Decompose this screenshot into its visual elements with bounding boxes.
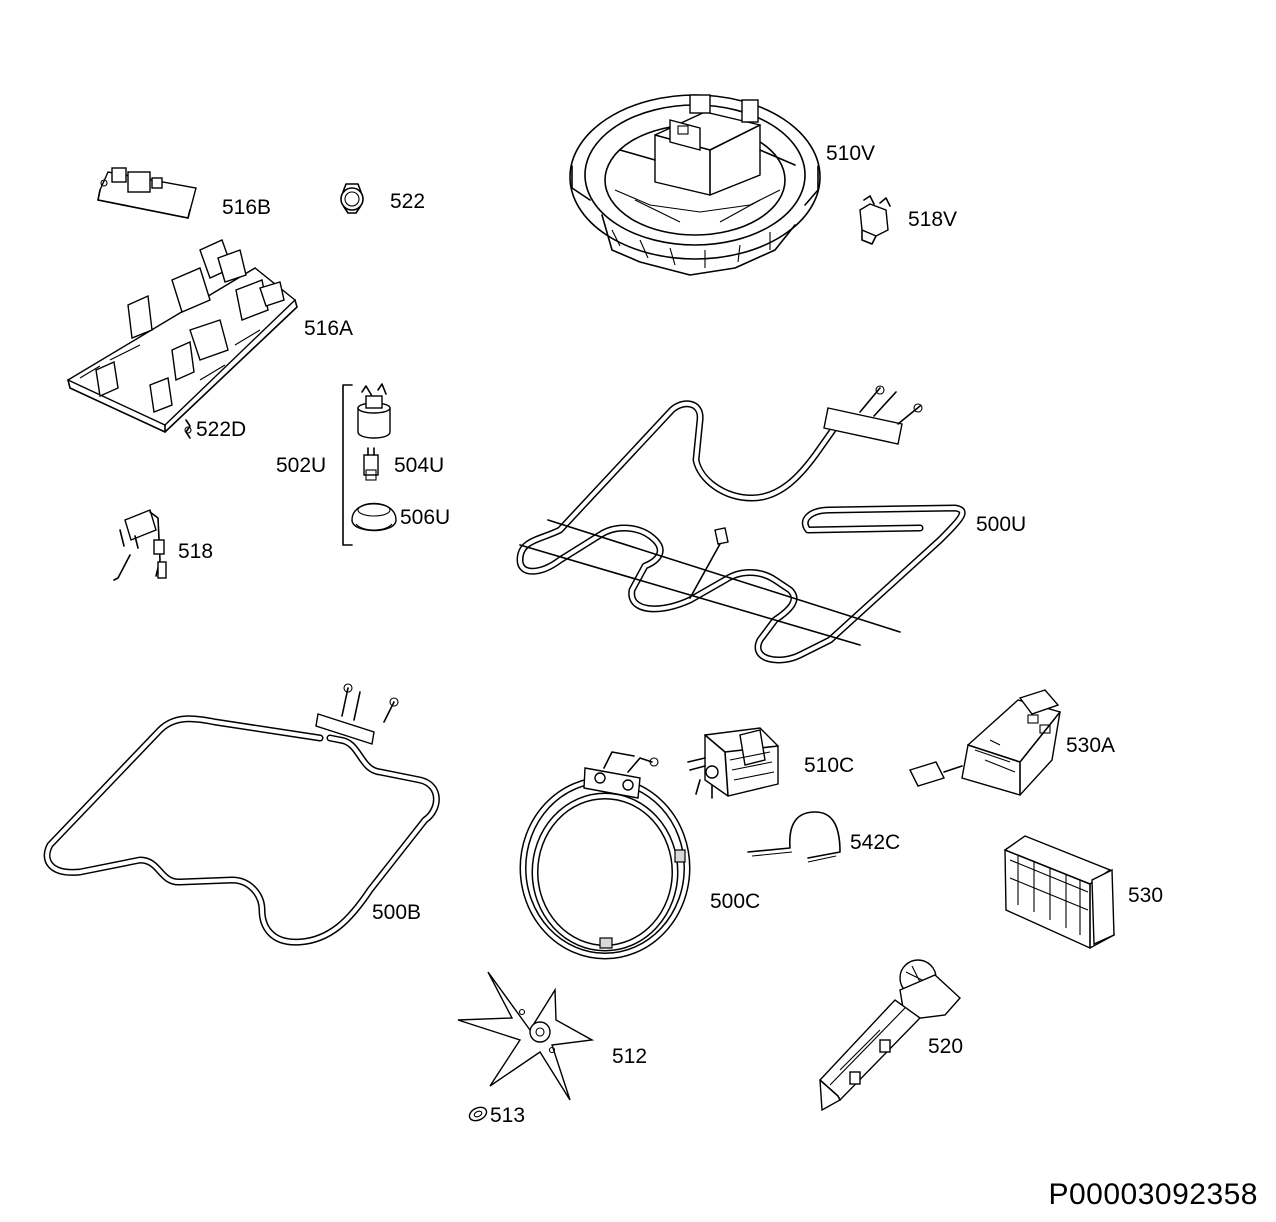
part-518-bracket [113,509,167,581]
label-518: 518 [178,540,213,563]
label-516B: 516B [222,196,271,219]
part-504U-clip [363,447,379,481]
label-516A: 516A [304,317,353,340]
part-516A-power-board [66,239,298,433]
part-522-clip [340,183,364,214]
label-530: 530 [1128,884,1163,907]
part-510V-fan-assembly [569,94,821,276]
part-510C-motor [687,727,779,799]
label-512: 512 [612,1045,647,1068]
label-520: 520 [928,1035,963,1058]
part-502U-lamp-holder [357,383,391,439]
label-522D: 522D [196,418,246,441]
label-502U: 502U [276,454,326,477]
document-id: P00003092358 [1048,1178,1258,1211]
part-512-fan-blade [457,971,595,1101]
part-516B-board [97,167,197,219]
label-530A: 530A [1066,734,1115,757]
label-522: 522 [390,190,425,213]
part-530-switch-block [1004,835,1115,949]
part-542C-wire-clip [747,811,841,863]
label-513: 513 [490,1104,525,1127]
label-504U: 504U [394,454,444,477]
part-530A-terminal-block [909,689,1061,796]
part-500B-bottom-element [43,683,440,946]
label-506U: 506U [400,506,450,529]
part-506U-lamp-cover [351,502,397,532]
label-500B: 500B [372,901,421,924]
part-500C-ring-element [519,751,691,960]
label-518V: 518V [908,208,957,231]
part-518V-bracket [859,195,891,245]
label-500C: 500C [710,890,760,913]
part-502U-group-bracket [342,384,353,546]
part-522D-clip [184,419,192,439]
part-520-timer-switch [819,959,961,1112]
part-500U-grill-element [516,385,966,664]
label-542C: 542C [850,831,900,854]
label-500U: 500U [976,513,1026,536]
label-510V: 510V [826,142,875,165]
label-510C: 510C [804,754,854,777]
part-513-nut [468,1106,488,1122]
